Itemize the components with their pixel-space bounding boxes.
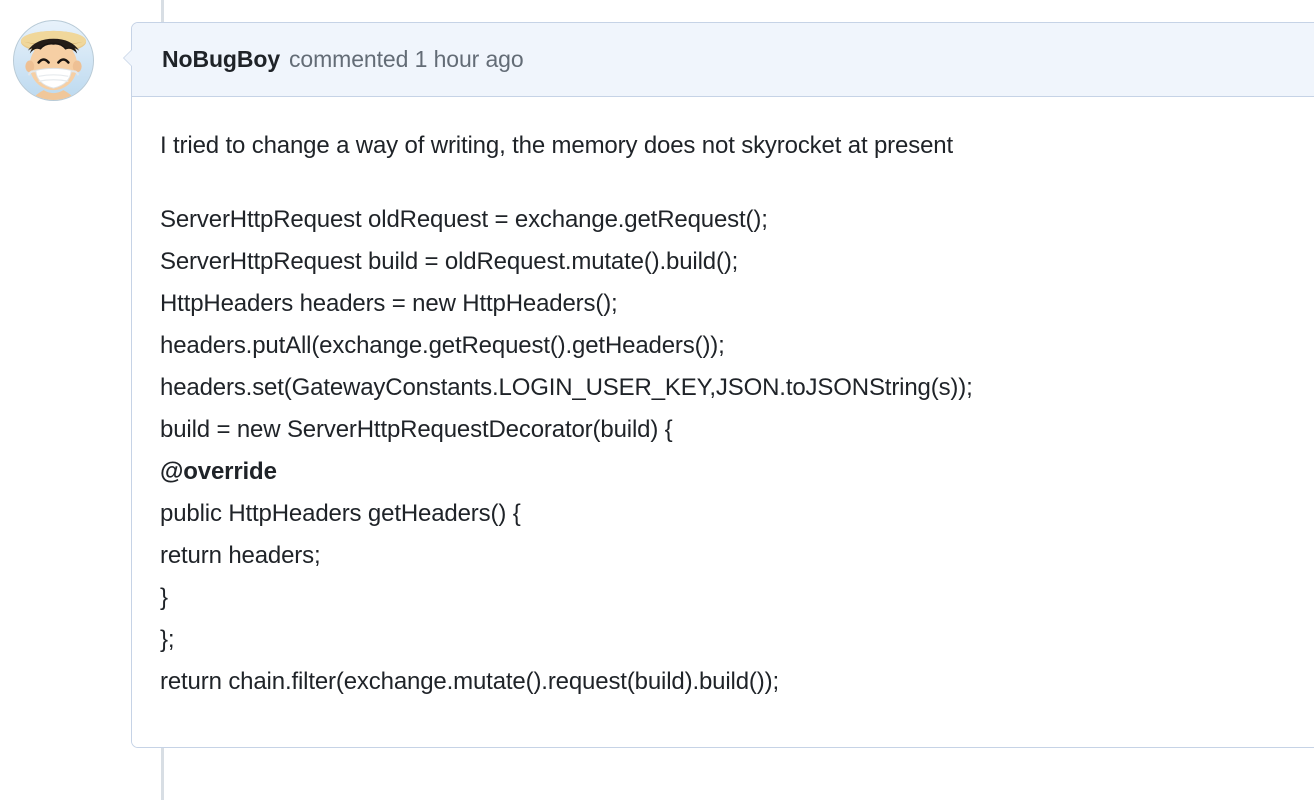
comment-line: build = new ServerHttpRequestDecorator(b… [160, 416, 673, 443]
comment-line: public HttpHeaders getHeaders() { [160, 500, 521, 527]
comment-timestamp: commented 1 hour ago [289, 46, 524, 72]
comment-body: I tried to change a way of writing, the … [132, 97, 1314, 747]
comment-line: } [160, 584, 168, 611]
speech-bubble-arrow-icon [123, 49, 133, 67]
comment-line: ServerHttpRequest build = oldRequest.mut… [160, 248, 739, 275]
comment-line: HttpHeaders headers = new HttpHeaders(); [160, 290, 618, 317]
thread-line-below [161, 740, 164, 800]
comment-card: NoBugBoy commented 1 hour ago I tried to… [123, 22, 1314, 748]
comment-line: headers.putAll(exchange.getRequest().get… [160, 332, 725, 359]
avatar-image [14, 21, 93, 100]
comment-line: ServerHttpRequest oldRequest = exchange.… [160, 206, 768, 233]
comment-line: I tried to change a way of writing, the … [160, 132, 953, 159]
comment-line: return headers; [160, 542, 321, 569]
comment-line: return chain.filter(exchange.mutate().re… [160, 668, 779, 695]
comment-line: headers.set(GatewayConstants.LOGIN_USER_… [160, 374, 973, 401]
thread-line-above [161, 0, 164, 22]
comment-line-override: @override [160, 458, 277, 485]
comment-blank-line [160, 167, 1300, 199]
comment-header: NoBugBoy commented 1 hour ago [132, 23, 1314, 97]
avatar[interactable] [13, 20, 94, 101]
comment-author[interactable]: NoBugBoy [162, 46, 281, 72]
comment-line: }; [160, 626, 175, 653]
